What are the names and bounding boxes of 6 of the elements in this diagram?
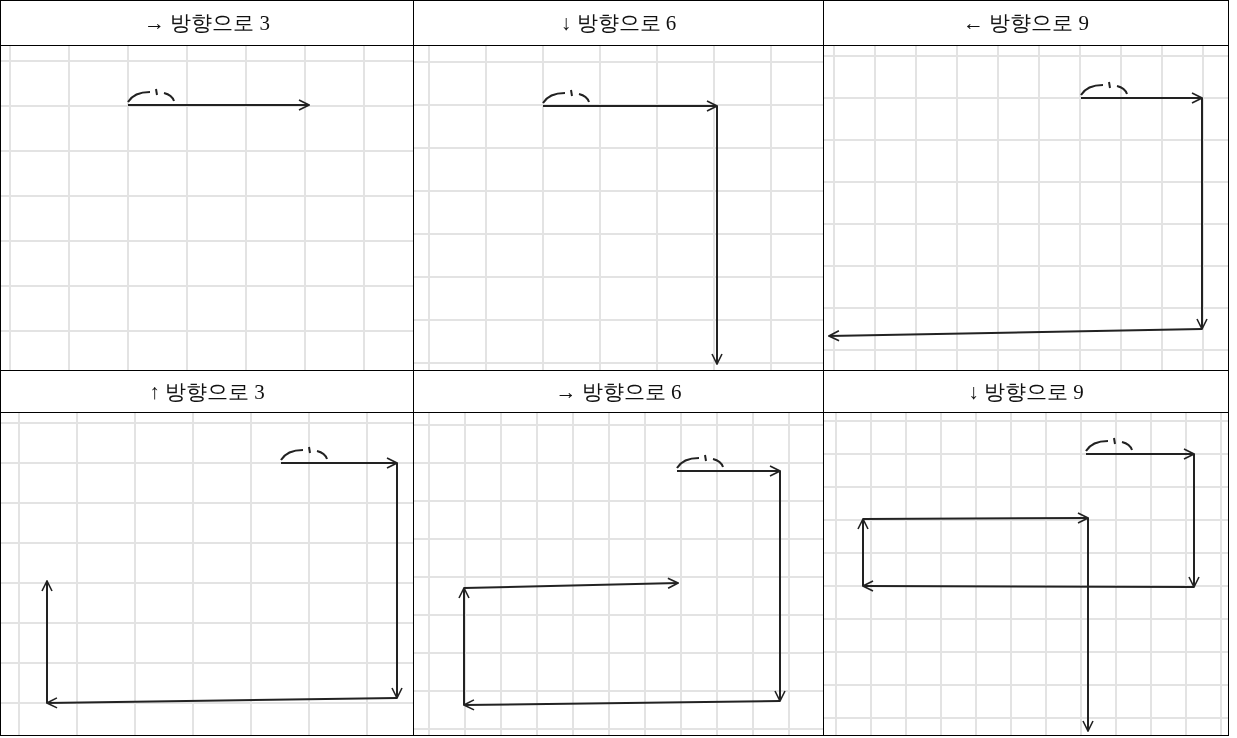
column-heading: ← 방향으로 9: [963, 10, 1089, 37]
column-heading: ↑ 방향으로 3: [149, 378, 265, 406]
column-heading: → 방향으로 3: [144, 10, 270, 37]
column-heading: ↓ 방향으로 6: [560, 10, 677, 37]
column-heading: → 방향으로 6: [555, 378, 682, 406]
column-heading: ↓ 방향으로 9: [968, 378, 1084, 406]
